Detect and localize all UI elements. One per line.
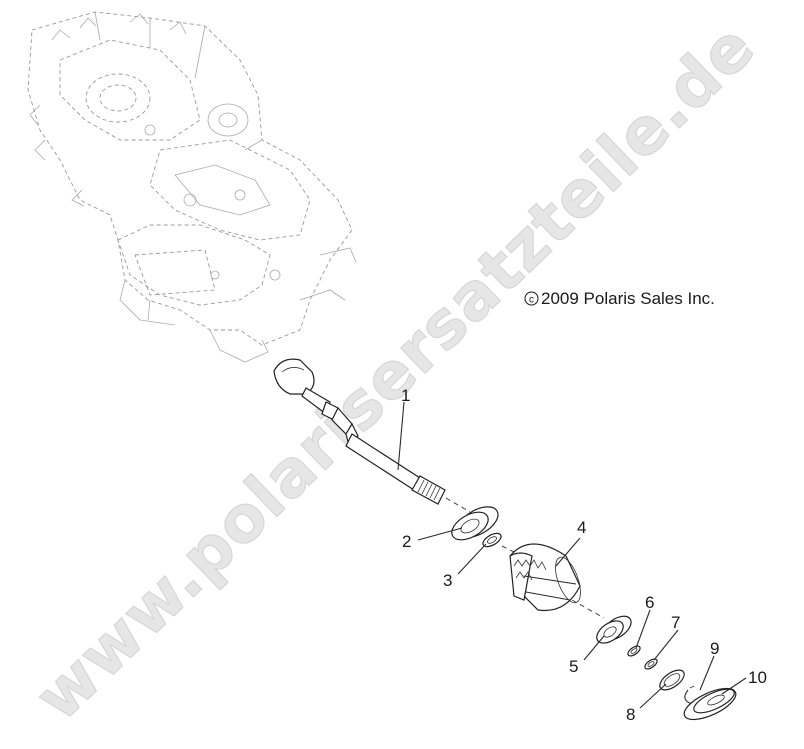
- callout-5: 5: [569, 657, 578, 676]
- callout-10: 10: [748, 668, 767, 687]
- leader-lines: [397, 401, 747, 709]
- callout-6: 6: [645, 593, 654, 612]
- leader-10: [721, 677, 747, 695]
- part-7-ring: [644, 658, 658, 670]
- part-3-ring: [482, 532, 523, 557]
- leader-7: [653, 629, 679, 661]
- part-2-bearing: [451, 506, 499, 541]
- callout-2: 2: [402, 532, 411, 551]
- leader-5: [583, 635, 605, 661]
- leader-9: [699, 655, 715, 691]
- callout-8: 8: [626, 705, 635, 724]
- transmission-housing-illustration: [27, 11, 357, 363]
- callout-9: 9: [710, 639, 719, 658]
- leader-1: [397, 401, 405, 471]
- leader-4: [555, 537, 581, 567]
- copyright-notice: c 2009 Polaris Sales Inc.: [524, 289, 715, 308]
- callout-4: 4: [577, 518, 586, 537]
- leader-6: [635, 609, 651, 649]
- leader-3: [457, 543, 487, 575]
- callout-3: 3: [443, 571, 452, 590]
- part-4-gear: [509, 543, 605, 619]
- leader-8: [639, 683, 667, 709]
- part-1-shaft: [273, 358, 471, 513]
- leader-2: [417, 527, 463, 541]
- callout-7: 7: [671, 613, 680, 632]
- copyright-text: 2009 Polaris Sales Inc.: [541, 289, 715, 308]
- copyright-circle: [524, 291, 539, 306]
- callout-1: 1: [401, 386, 410, 405]
- part-6-ring: [627, 645, 641, 657]
- watermark-text: www.polarisersatzteile.de: [22, 10, 770, 736]
- copyright-symbol: c: [529, 295, 534, 306]
- callout-labels: 1 2 3 4 5 6 7 8 9 10: [401, 386, 767, 724]
- part-10-cap: [683, 687, 737, 721]
- part-8-washer: [659, 669, 685, 691]
- watermark: www.polarisersatzteile.de: [21, 9, 770, 736]
